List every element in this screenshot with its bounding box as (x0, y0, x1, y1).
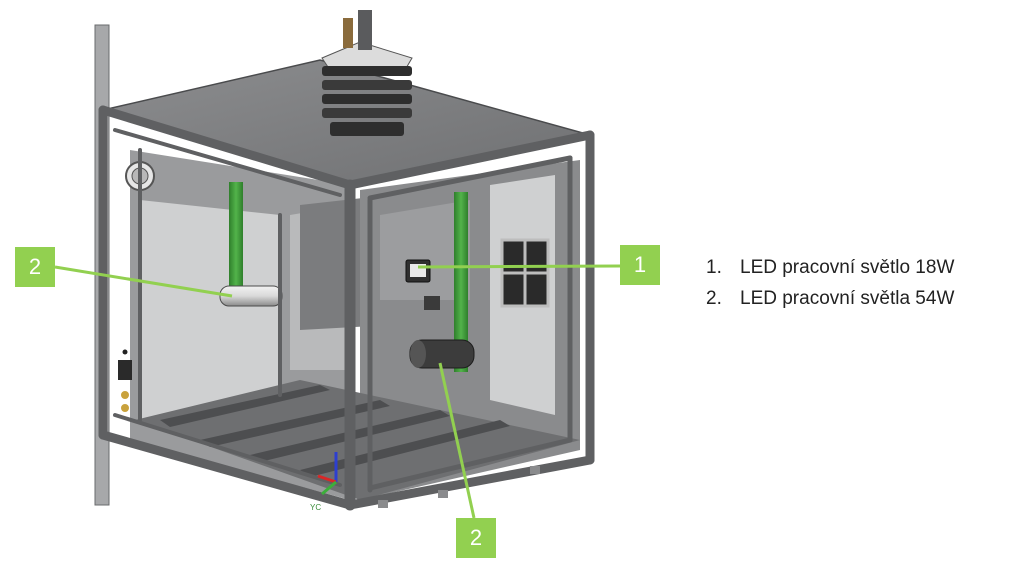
legend-list: 1. LED pracovní světlo 18W 2. LED pracov… (706, 252, 954, 314)
callout-bottom: 2 (456, 518, 496, 558)
axis-label: YC (310, 503, 321, 512)
top-vent (321, 10, 413, 136)
legend-item: 2. LED pracovní světla 54W (706, 283, 954, 314)
green-rails (229, 182, 468, 372)
legend-text: LED pracovní světlo 18W (740, 257, 955, 278)
callout-right: 1 (620, 245, 660, 285)
callout-left: 2 (15, 247, 55, 287)
leader-lines (54, 264, 621, 519)
side-window (500, 238, 550, 308)
legend-number: 1. (706, 257, 722, 278)
legend-number: 2. (706, 288, 722, 309)
feet (378, 466, 540, 508)
led-light-18w (405, 259, 431, 283)
axis-triad: YC (310, 452, 338, 512)
frame (98, 105, 595, 511)
legend-text: LED pracovní světla 54W (740, 288, 955, 309)
leader-line-left (54, 265, 233, 298)
led-light-54w-bottom (409, 339, 475, 369)
legend-item: 1. LED pracovní světlo 18W (706, 252, 954, 283)
switch-box (424, 296, 440, 310)
control-panel (118, 349, 132, 412)
leader-line-bottom (438, 362, 476, 519)
leader-line-right (417, 264, 621, 269)
